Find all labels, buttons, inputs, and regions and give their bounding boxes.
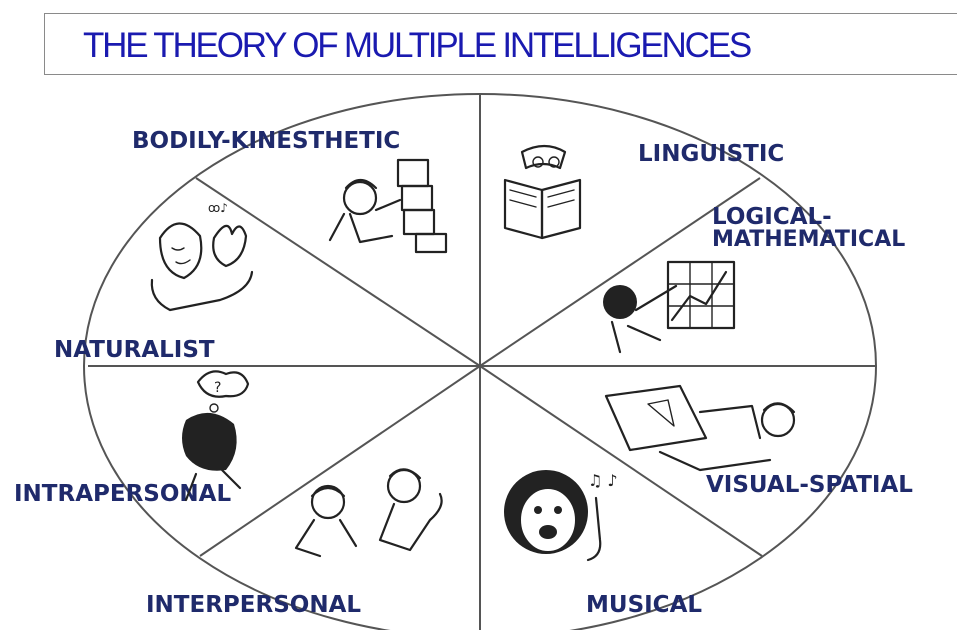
singing-person-icon: ♫ ♪ bbox=[504, 470, 618, 562]
title-box: THE THEORY OF MULTIPLE INTELLIGENCES bbox=[44, 13, 957, 75]
svg-text:♫ ♪: ♫ ♪ bbox=[588, 471, 618, 490]
chart-teacher-icon bbox=[603, 260, 736, 354]
blocks-stacker-icon bbox=[328, 158, 448, 254]
svg-text:ꝏ♪: ꝏ♪ bbox=[208, 201, 228, 215]
label-interpersonal: INTERPERSONAL bbox=[146, 592, 361, 618]
label-logical-1: LOGICAL- bbox=[712, 204, 832, 230]
page-title: THE THEORY OF MULTIPLE INTELLIGENCES bbox=[83, 26, 752, 65]
label-intrapersonal: INTRAPERSONAL bbox=[14, 481, 231, 507]
label-musical: MUSICAL bbox=[586, 592, 702, 618]
label-visual-spatial: VISUAL-SPATIAL bbox=[706, 472, 913, 498]
nature-lover-icon: ꝏ♪ bbox=[150, 201, 254, 312]
label-linguistic: LINGUISTIC bbox=[638, 141, 784, 167]
label-bodily-kinesthetic: BODILY-KINESTHETIC bbox=[132, 128, 400, 154]
thinking-person-icon: ? bbox=[182, 370, 250, 502]
reading-person-icon bbox=[503, 144, 582, 240]
label-naturalist: NATURALIST bbox=[54, 337, 215, 363]
wheel-dividers bbox=[88, 94, 876, 630]
drafting-person-icon bbox=[604, 384, 796, 472]
people-talking-icon bbox=[294, 468, 443, 558]
svg-text:?: ? bbox=[214, 380, 221, 396]
label-logical-2: MATHEMATICAL bbox=[712, 227, 905, 252]
